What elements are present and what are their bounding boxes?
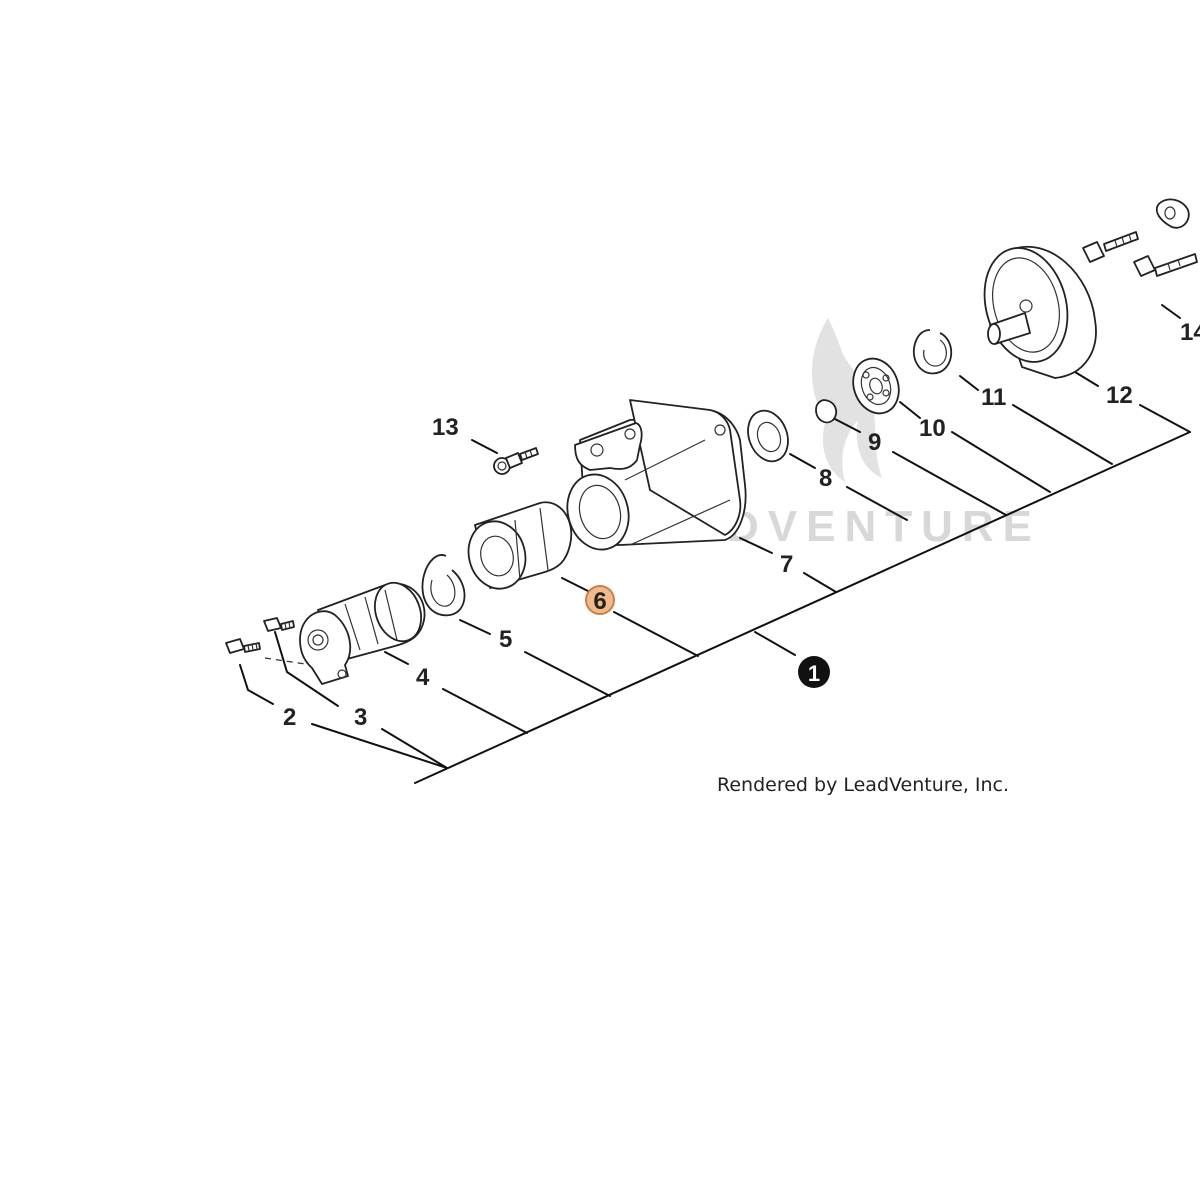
leader-main-1	[754, 631, 796, 656]
part-11-circlip[interactable]	[913, 329, 953, 375]
callout-12[interactable]: 12	[1106, 382, 1133, 409]
callout-6[interactable]: 6	[593, 588, 606, 615]
part-14-bolts[interactable]	[1082, 198, 1198, 277]
callout-13[interactable]: 13	[432, 414, 459, 441]
part-9-circlip[interactable]	[815, 399, 837, 424]
callout-5[interactable]: 5	[499, 626, 512, 653]
part-12-clutch-drum[interactable]	[972, 239, 1097, 379]
callout-2[interactable]: 2	[283, 704, 296, 731]
part-2-screw[interactable]	[225, 638, 261, 654]
callout-3[interactable]: 3	[354, 704, 367, 731]
part-7-housing[interactable]	[559, 399, 747, 556]
callout-4[interactable]: 4	[416, 664, 430, 691]
callout-10[interactable]: 10	[919, 415, 946, 442]
render-credit: Rendered by LeadVenture, Inc.	[717, 774, 1009, 796]
main-assembly-baseline	[414, 431, 1191, 784]
part-8-washer[interactable]	[741, 405, 794, 467]
callout-9[interactable]: 9	[868, 429, 881, 456]
part-13-bolt[interactable]	[493, 447, 539, 475]
part-10-bearing[interactable]	[846, 352, 906, 420]
part-5-circlip[interactable]	[421, 554, 466, 617]
part-3-screw[interactable]	[263, 617, 313, 666]
callout-labels: 2 3 4 5 7 8 9 10 11 12 13 14	[283, 319, 1200, 731]
part-4-clamp-sleeve[interactable]	[299, 576, 429, 685]
watermark-logo-icon	[811, 318, 882, 482]
part-6-bushing[interactable]	[461, 501, 573, 595]
callout-14[interactable]: 14	[1180, 319, 1200, 346]
callout-7[interactable]: 7	[780, 551, 793, 578]
leader-lines	[239, 304, 1191, 769]
callout-6-highlight[interactable]: 6	[585, 585, 615, 615]
callout-1-assembly[interactable]: 1	[798, 656, 830, 688]
callout-11[interactable]: 11	[981, 384, 1006, 411]
callout-1[interactable]: 1	[808, 661, 820, 686]
callout-8[interactable]: 8	[819, 465, 832, 492]
